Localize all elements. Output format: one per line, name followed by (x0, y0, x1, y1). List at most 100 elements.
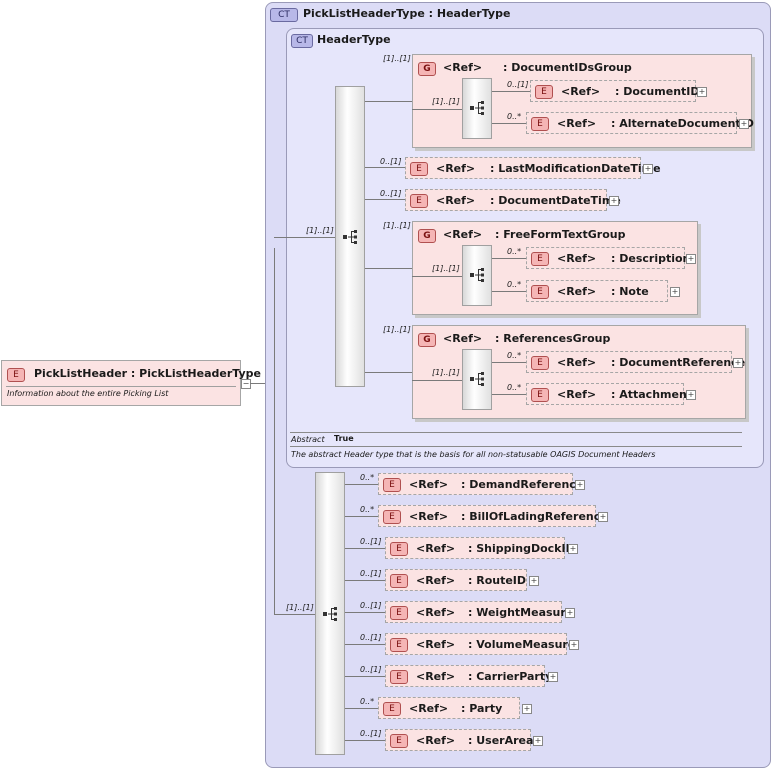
plus-icon[interactable]: + (733, 358, 743, 368)
cardinality-label: [1]..[1] (432, 97, 460, 106)
ref-label: <Ref> (557, 117, 597, 130)
element-route-id[interactable]: E <Ref> : RouteID (385, 569, 527, 591)
connector-line (345, 516, 378, 517)
element-description[interactable]: E <Ref> : Description (526, 247, 690, 269)
cardinality-label: 0..[1] (380, 157, 402, 166)
element-document-id[interactable]: E <Ref> : DocumentID (530, 80, 700, 102)
plus-icon[interactable]: + (670, 287, 680, 297)
element-badge: E (531, 388, 549, 402)
plus-icon[interactable]: + (522, 704, 532, 714)
element-badge: E (410, 194, 428, 208)
minus-icon[interactable]: − (241, 379, 251, 389)
plus-icon[interactable]: + (533, 736, 543, 746)
element-name: : AlternateDocumentID (611, 117, 754, 130)
divider (6, 386, 236, 387)
cardinality-label: 0..* (507, 247, 522, 256)
connector-line (412, 380, 462, 381)
connector-line (345, 740, 385, 741)
element-demand-reference[interactable]: E <Ref> : DemandReference (378, 473, 583, 495)
plus-icon[interactable]: + (686, 254, 696, 264)
plus-icon[interactable]: + (565, 608, 575, 618)
element-badge: E (390, 670, 408, 684)
connector-line (492, 291, 526, 292)
connector-line (274, 237, 336, 238)
connector-line (365, 167, 405, 168)
header-sequence[interactable] (335, 86, 365, 387)
element-bill-of-lading-reference[interactable]: E <Ref> : BillOfLadingReference (378, 505, 608, 527)
cardinality-label: 0..* (507, 112, 522, 121)
element-name: : LastModificationDateTime (490, 162, 661, 175)
plus-icon[interactable]: + (739, 119, 749, 129)
connector-line (492, 91, 530, 92)
element-user-area[interactable]: E <Ref> : UserArea (385, 729, 534, 751)
element-name: : DocumentDateTime (490, 194, 621, 207)
element-name: : UserArea (468, 734, 534, 747)
plus-icon[interactable]: + (697, 87, 707, 97)
connector-line (492, 258, 526, 259)
plus-icon[interactable]: + (568, 544, 578, 554)
ref-label: <Ref> (443, 228, 483, 241)
cardinality-label: 0..[1] (507, 80, 529, 89)
connector-line (492, 394, 526, 395)
ref-label: <Ref> (409, 702, 449, 715)
element-document-reference[interactable]: E <Ref> : DocumentReference (526, 351, 745, 373)
abstract-label: Abstract (291, 435, 325, 444)
cardinality-label: 0..[1] (360, 633, 382, 642)
element-badge: E (410, 162, 428, 176)
sequence-icon (323, 607, 337, 621)
element-alternate-document-id[interactable]: E <Ref> : AlternateDocumentID (526, 112, 754, 134)
element-weight-measure[interactable]: E <Ref> : WeightMeasure (385, 601, 573, 623)
element-party[interactable]: E <Ref> : Party (378, 697, 520, 719)
element-name: : DemandReference (461, 478, 584, 491)
element-name: : Description (611, 252, 691, 265)
connector-line (365, 101, 412, 102)
element-attachment[interactable]: E <Ref> : Attachment (526, 383, 692, 405)
connector-line (274, 248, 275, 614)
element-document-date-time[interactable]: E <Ref> : DocumentDateTime (405, 189, 621, 211)
complex-type-title: PickListHeaderType : HeaderType (303, 7, 511, 20)
sequence-icon (343, 230, 357, 244)
plus-icon[interactable]: + (529, 576, 539, 586)
element-name: : VolumeMeasure (468, 638, 576, 651)
ref-label: <Ref> (416, 638, 456, 651)
cardinality-label: 0..* (507, 351, 522, 360)
plus-icon[interactable]: + (575, 480, 585, 490)
plus-icon[interactable]: + (598, 512, 608, 522)
root-element-box[interactable]: E PickListHeader : PickListHeaderType In… (1, 360, 261, 406)
element-shipping-dock-id[interactable]: E <Ref> : ShippingDockID (385, 537, 575, 559)
ref-label: <Ref> (416, 542, 456, 555)
plus-icon[interactable]: + (686, 390, 696, 400)
cardinality-label: 0..* (507, 280, 522, 289)
cardinality-label: 0..[1] (360, 665, 382, 674)
plus-icon[interactable]: + (609, 196, 619, 206)
complex-type-badge: CT (270, 8, 298, 22)
ref-label: <Ref> (557, 252, 597, 265)
element-badge: E (390, 734, 408, 748)
root-element-name: PickListHeader : PickListHeaderType (34, 367, 261, 380)
element-badge: E (531, 117, 549, 131)
element-carrier-party[interactable]: E <Ref> : CarrierParty (385, 665, 552, 687)
element-badge: E (535, 85, 553, 99)
ref-label: <Ref> (416, 574, 456, 587)
cardinality-label: 0..* (360, 697, 375, 706)
ref-label: <Ref> (557, 285, 597, 298)
element-name: : RouteID (468, 574, 527, 587)
element-last-modification-date-time[interactable]: E <Ref> : LastModificationDateTime (405, 157, 661, 179)
cardinality-label: [1]..[1] (383, 54, 411, 63)
connector-line (345, 676, 385, 677)
element-name: : Attachment (611, 388, 693, 401)
plus-icon[interactable]: + (548, 672, 558, 682)
element-badge: E (383, 510, 401, 524)
element-note[interactable]: E <Ref> : Note (526, 280, 668, 302)
base-type-badge: CT (291, 34, 313, 48)
cardinality-label: 0..[1] (360, 601, 382, 610)
group-badge: G (418, 333, 436, 347)
element-name: : BillOfLadingReference (461, 510, 608, 523)
group-sequence[interactable] (462, 78, 492, 139)
cardinality-label: 0..* (360, 473, 375, 482)
plus-icon[interactable]: + (569, 640, 579, 650)
connector-line (412, 276, 462, 277)
plus-icon[interactable]: + (643, 164, 653, 174)
element-volume-measure[interactable]: E <Ref> : VolumeMeasure (385, 633, 575, 655)
ref-label: <Ref> (416, 734, 456, 747)
